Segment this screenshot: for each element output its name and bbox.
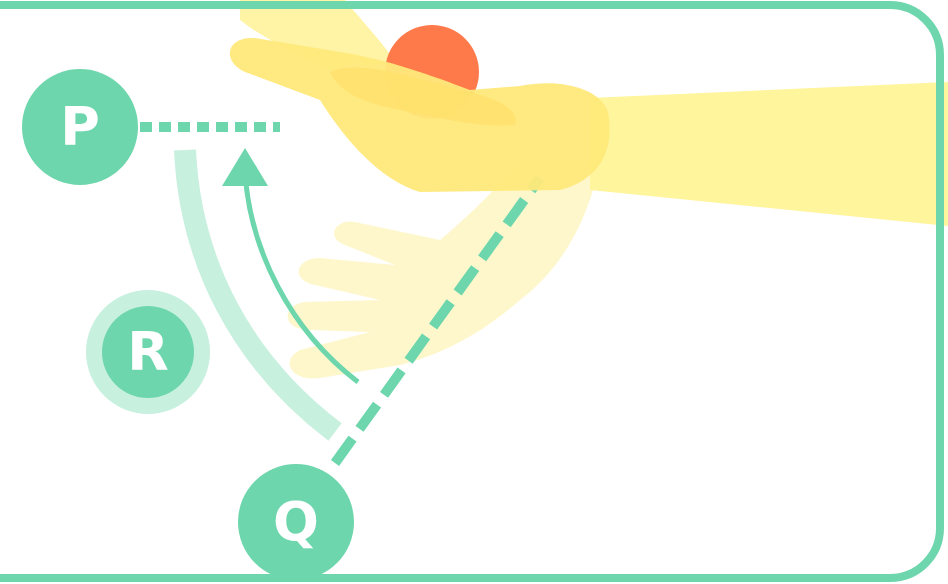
- callout-letter: P: [60, 100, 100, 154]
- hand: [230, 0, 948, 226]
- circle-fill: [22, 69, 138, 185]
- faded-hand: [288, 160, 600, 378]
- motion-arc: [245, 172, 358, 382]
- arrow-head: [222, 148, 268, 186]
- forearm: [590, 82, 948, 226]
- angle-line: [335, 178, 540, 463]
- circle-ring: [86, 290, 210, 414]
- label-circle: Q: [238, 464, 354, 580]
- circle-fill: [238, 464, 354, 580]
- palm: [230, 38, 610, 192]
- circle-fill: [102, 306, 194, 398]
- label-circle: R: [86, 290, 210, 414]
- callout-letter: Q: [273, 495, 319, 549]
- thumb: [330, 67, 516, 125]
- faded-palm: [288, 160, 600, 378]
- range-band: [185, 150, 335, 432]
- label-circle: P: [22, 69, 138, 185]
- callout-letter: R: [127, 325, 169, 379]
- reference-line: [140, 122, 280, 132]
- frame: [0, 5, 940, 578]
